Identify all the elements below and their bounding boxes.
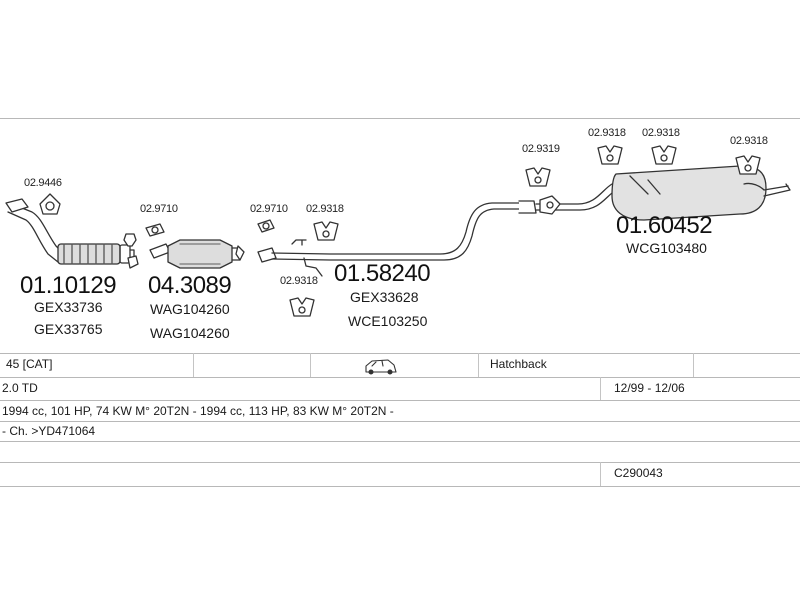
middle-clamp-code-2: 02.9318 [306,203,344,215]
middle-clamp-code-1: 02.9710 [250,203,288,215]
catalyst-ref-1: WAG104260 [150,301,230,317]
flex-pipe [57,243,121,265]
catalytic-converter [145,223,245,269]
middle-pipe [257,200,537,277]
middle-pipe-part-number[interactable]: 01.58240 [334,260,431,287]
middle-pipe-ref-1: GEX33628 [350,289,419,305]
chassis-cell: - Ch. >YD471064 [2,424,96,438]
divider-bottom [0,486,800,487]
catalog-code-cell: C290043 [614,466,663,480]
rear-silencer-ref-1: WCG103480 [626,240,707,256]
rear-clamp-code-4: 02.9318 [730,135,768,147]
rear-silencer [535,165,791,221]
middle-pipe-ref-2: WCE103250 [348,313,428,329]
downpipe-ref-2: GEX33765 [34,321,103,337]
body-type-cell: Hatchback [490,357,547,371]
cell-separator [478,353,479,377]
divider-row6 [0,462,800,463]
downpipe-ref-1: GEX33736 [34,299,103,315]
model-cell: 45 [CAT] [6,357,53,371]
cell-separator [600,377,601,400]
downpipe-part-number[interactable]: 01.10129 [20,272,117,299]
catalyst-clamp-code: 02.9710 [140,203,178,215]
rear-clamp-code-3: 02.9318 [642,127,680,139]
divider-row4 [0,421,800,422]
catalyst-part-number[interactable]: 04.3089 [148,272,232,299]
rear-clamp-code-1: 02.9319 [522,143,560,155]
engine-cell: 2.0 TD [2,381,38,395]
divider-row1 [0,353,800,354]
cell-separator [193,353,194,377]
cell-separator [693,353,694,377]
downpipe-flange-code: 02.9446 [24,177,62,189]
cell-separator [600,462,601,486]
middle-clamp-code-3: 02.9318 [280,275,318,287]
flange-gasket-icon [39,193,61,215]
divider-row5 [0,441,800,442]
hatchback-car-icon [365,359,397,375]
rear-silencer-part-number[interactable]: 01.60452 [616,212,713,239]
engine-specs-cell: 1994 cc, 101 HP, 74 KW M° 20T2N - 1994 c… [2,404,394,418]
cell-separator [310,353,311,377]
catalyst-ref-2: WAG104260 [150,325,230,341]
date-range-cell: 12/99 - 12/06 [614,381,685,395]
front-downpipe [7,203,135,265]
divider-row3 [0,400,800,401]
divider-row2 [0,377,800,378]
manifold-flange [5,198,29,213]
rear-clamp-code-2: 02.9318 [588,127,626,139]
divider-top [0,118,800,119]
